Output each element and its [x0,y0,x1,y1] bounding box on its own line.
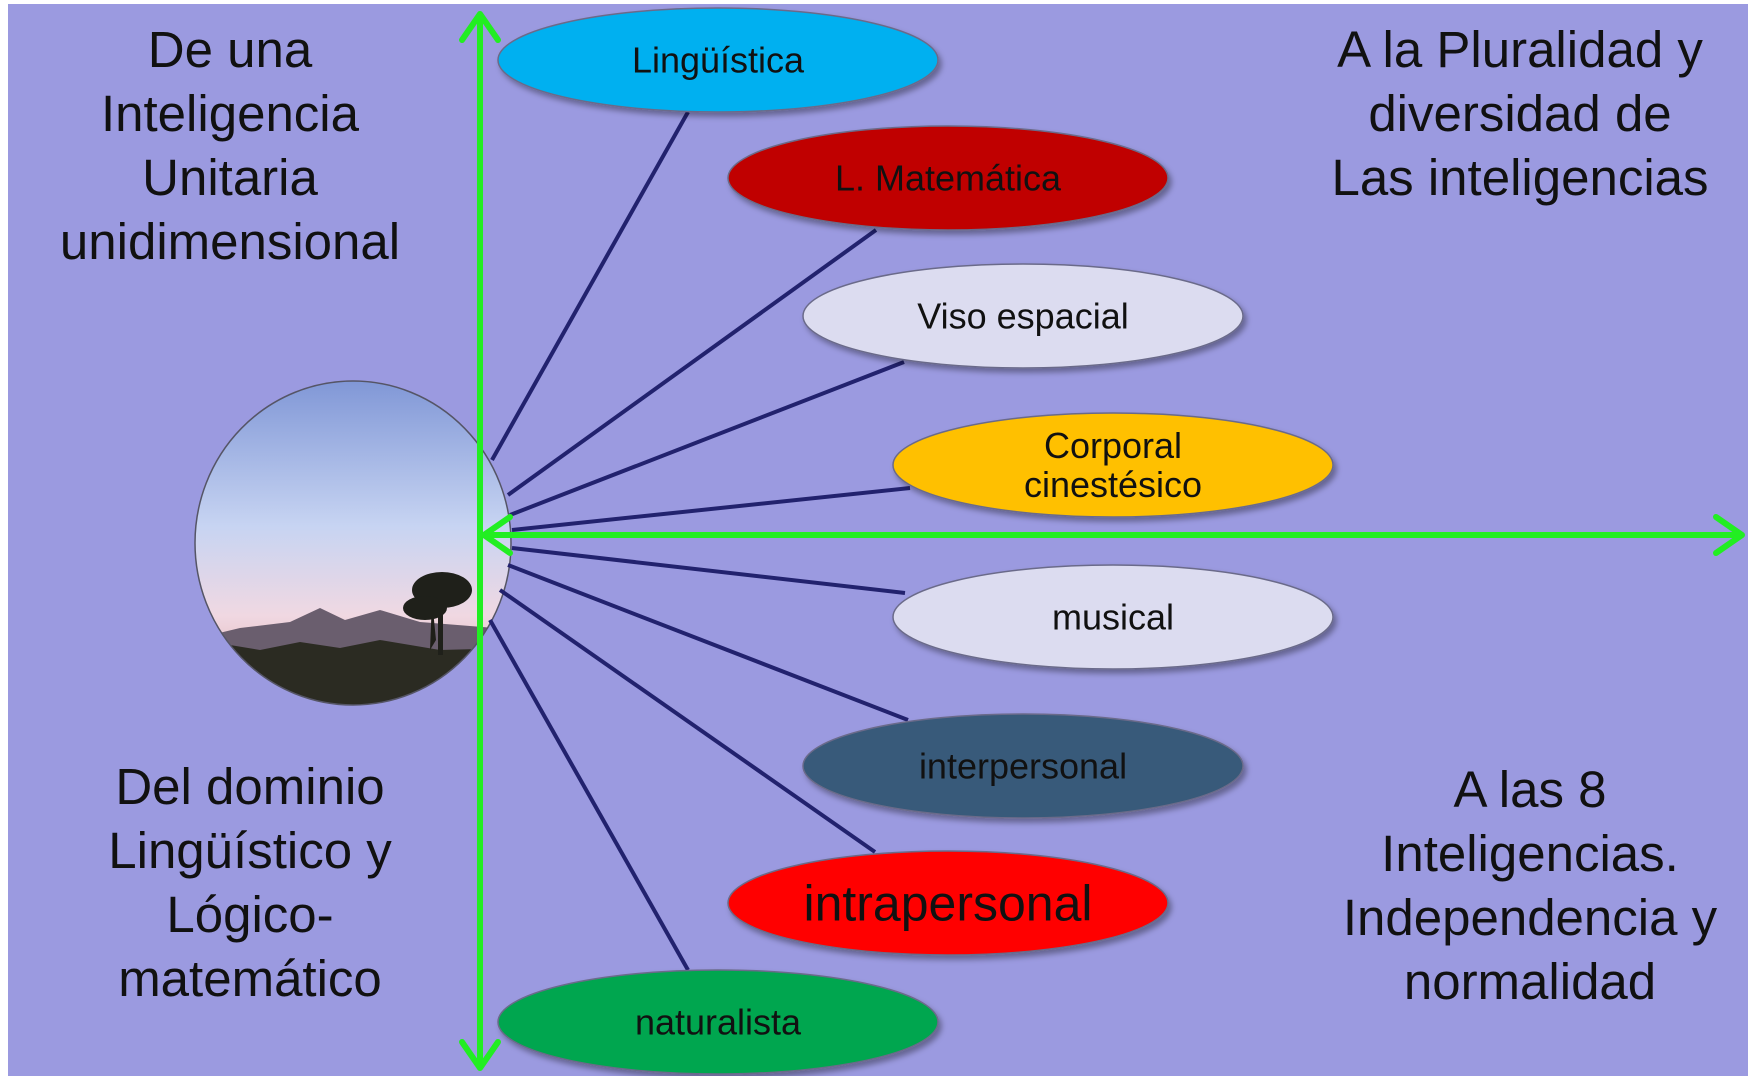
top-right-line: diversidad de [1368,85,1672,142]
intelligence-label: Viso espacial [917,296,1128,337]
bottom-left-caption: Del dominio Lingüístico y Lógico- matemá… [40,755,460,1011]
horizontal-axis-arrow-left [481,514,513,556]
intelligence-ellipse [892,564,1334,670]
axes [459,11,1745,1071]
top-right-line: A la Pluralidad y [1337,21,1703,78]
bottom-left-line: matemático [118,950,382,1007]
bottom-left-line: Lógico- [166,886,334,943]
intelligence-label: L. Matemática [835,158,1062,199]
bottom-right-line: A las 8 [1453,761,1607,818]
connector-line [488,619,690,971]
connector-line [507,563,909,722]
connector-line [490,111,690,461]
horizontal-axis-arrow-right [1713,514,1745,556]
intelligence-node: musical [892,564,1334,670]
intelligence-ellipse [727,125,1169,231]
intelligence-node: naturalista [497,969,939,1075]
intelligence-label: Corporal [1044,425,1182,466]
intelligence-label: musical [1052,597,1174,638]
connector-line [498,588,877,854]
connector-line [511,546,906,595]
intelligence-ellipse [497,7,939,113]
intelligence-ellipse [892,412,1334,518]
intelligence-ellipse [727,850,1169,956]
bottom-right-line: Inteligencias. [1381,825,1679,882]
top-left-line: De una [147,21,313,78]
intelligence-node: intrapersonal [727,850,1169,956]
connector-line [509,360,905,517]
bottom-right-line: Independencia y [1342,889,1718,946]
top-left-line: Inteligencia [100,85,359,142]
intelligence-label: cinestésico [1024,464,1202,505]
connectors [488,111,911,971]
intelligence-ellipse [802,263,1244,369]
intelligence-label: naturalista [635,1002,802,1043]
center-image [194,380,512,706]
connector-line [506,228,878,497]
bottom-right-caption: A las 8 Inteligencias. Independencia y n… [1310,758,1748,1014]
top-right-caption: A la Pluralidad y diversidad de Las inte… [1300,18,1740,210]
intelligence-ellipse [802,713,1244,819]
top-left-line: unidimensional [59,213,401,270]
intelligence-node: interpersonal [802,713,1244,819]
top-left-caption: De una Inteligencia Unitaria unidimensio… [20,18,440,274]
top-right-line: Las inteligencias [1331,149,1709,206]
connector-line [511,486,911,532]
intelligence-node: L. Matemática [727,125,1169,231]
vertical-axis-arrow-down [459,1039,501,1071]
intelligence-label: intrapersonal [803,876,1092,932]
intelligence-node: Viso espacial [802,263,1244,369]
intelligence-node: Lingüística [497,7,939,113]
intelligence-label: Lingüística [632,40,805,81]
bottom-left-line: Del dominio [115,758,385,815]
top-left-line: Unitaria [142,149,318,206]
vertical-axis-arrow-up [459,11,501,43]
intelligence-ellipse [497,969,939,1075]
intelligence-label: interpersonal [919,746,1127,787]
bottom-left-line: Lingüístico y [108,822,392,879]
bottom-right-line: normalidad [1403,953,1657,1010]
